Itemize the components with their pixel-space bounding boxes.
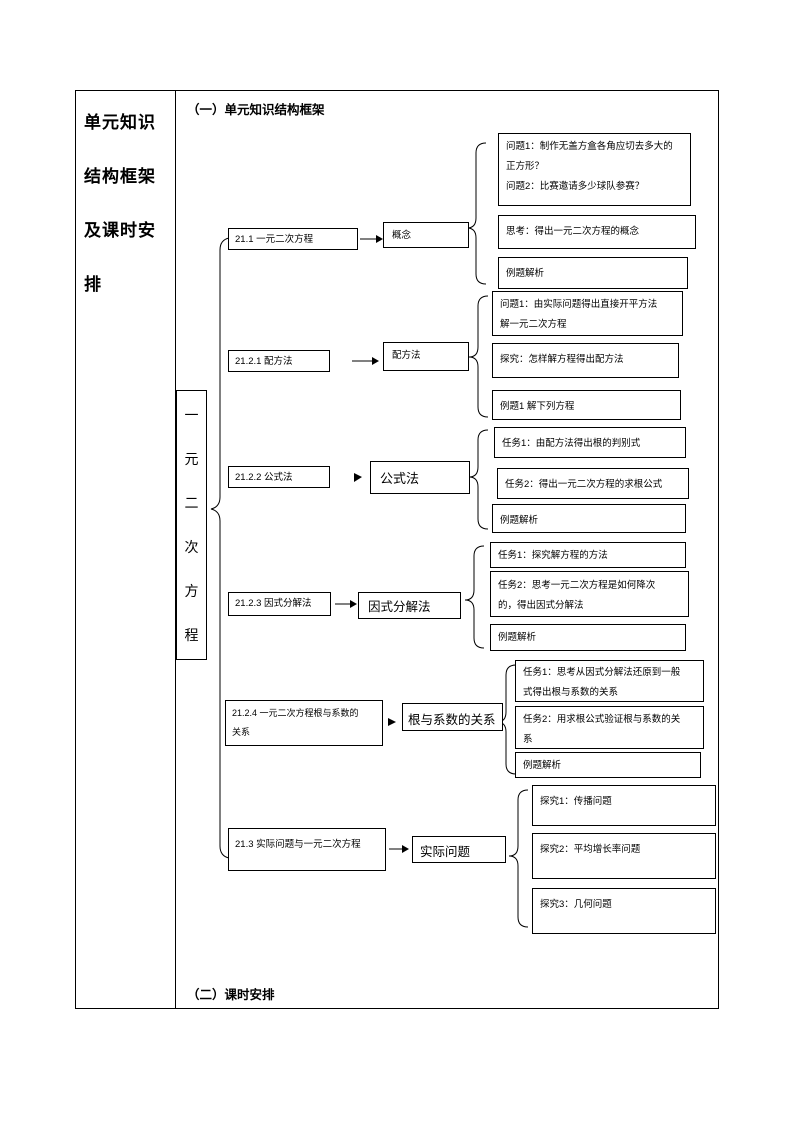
method-box-gongshifa: 公式法: [370, 461, 470, 494]
detail-box: 例题解析: [492, 504, 686, 533]
method-box-yinshifenjiefa: 因式分解法: [358, 592, 461, 619]
method-box-peifangfa: 配方法: [383, 342, 469, 371]
row-header-line: 排: [84, 275, 102, 294]
table-column-divider: [175, 90, 176, 1009]
method-box-genyuxishu: 根与系数的关系: [402, 703, 503, 731]
detail-box: 任务2：得出一元二次方程的求根公式: [497, 468, 689, 499]
root-node-char: 元: [184, 451, 199, 467]
detail-box: 例题解析: [498, 257, 688, 289]
detail-box: 任务2：思考一元二次方程是如何降次 的，得出因式分解法: [490, 571, 689, 617]
root-node-char: 二: [184, 495, 199, 511]
chapter-box-21-2-1: 21.2.1 配方法: [228, 350, 330, 372]
detail-box: 任务1：探究解方程的方法: [490, 542, 686, 568]
method-box-concept: 概念: [383, 222, 469, 248]
row-header-cell: 单元知识 结构框架 及课时安 排: [84, 96, 174, 312]
root-node-char: 一: [184, 407, 199, 423]
detail-box: 例题1 解下列方程: [492, 390, 681, 420]
detail-box: 探究3：几何问题: [532, 888, 716, 934]
detail-box: 例题解析: [515, 752, 701, 778]
detail-box: 探究1：传播问题: [532, 785, 716, 826]
chapter-box-21-3: 21.3 实际问题与一元二次方程: [228, 828, 386, 871]
root-node-char: 程: [184, 627, 199, 643]
detail-box: 探究2：平均增长率问题: [532, 833, 716, 879]
detail-box: 问题1：由实际问题得出直接开平方法 解一元二次方程: [492, 291, 683, 336]
chapter-box-21-2-3: 21.2.3 因式分解法: [228, 592, 331, 616]
row-header-line: 及课时安: [84, 221, 156, 240]
method-box-shijiwenti: 实际问题: [412, 836, 506, 863]
section-2-heading: （二）课时安排: [187, 988, 275, 1002]
detail-box: 思考：得出一元二次方程的概念: [498, 215, 696, 249]
detail-box: 问题1：制作无盖方盒各角应切去多大的 正方形？ 问题2：比赛邀请多少球队参赛？: [498, 133, 691, 206]
chapter-box-21-2-2: 21.2.2 公式法: [228, 466, 330, 488]
root-node-char: 次: [184, 539, 199, 555]
detail-box: 任务2：用求根公式验证根与系数的关 系: [515, 706, 704, 749]
table-border: [75, 90, 719, 1009]
detail-box: 探究：怎样解方程得出配方法: [492, 343, 679, 378]
root-node-char: 方: [184, 583, 199, 599]
detail-box: 任务1：由配方法得出根的判别式: [494, 427, 686, 458]
row-header-line: 单元知识: [84, 113, 156, 132]
detail-box: 例题解析: [490, 624, 686, 651]
row-header-line: 结构框架: [84, 167, 156, 186]
chapter-box-21-2-4: 21.2.4 一元二次方程根与系数的 关系: [225, 700, 383, 746]
chapter-box-21-1: 21.1 一元二次方程: [228, 228, 358, 250]
root-node: 一 元 二 次 方 程: [176, 390, 207, 660]
section-1-heading: （一）单元知识结构框架: [187, 103, 325, 117]
detail-box: 任务1：思考从因式分解法还原到一般 式得出根与系数的关系: [515, 660, 704, 702]
